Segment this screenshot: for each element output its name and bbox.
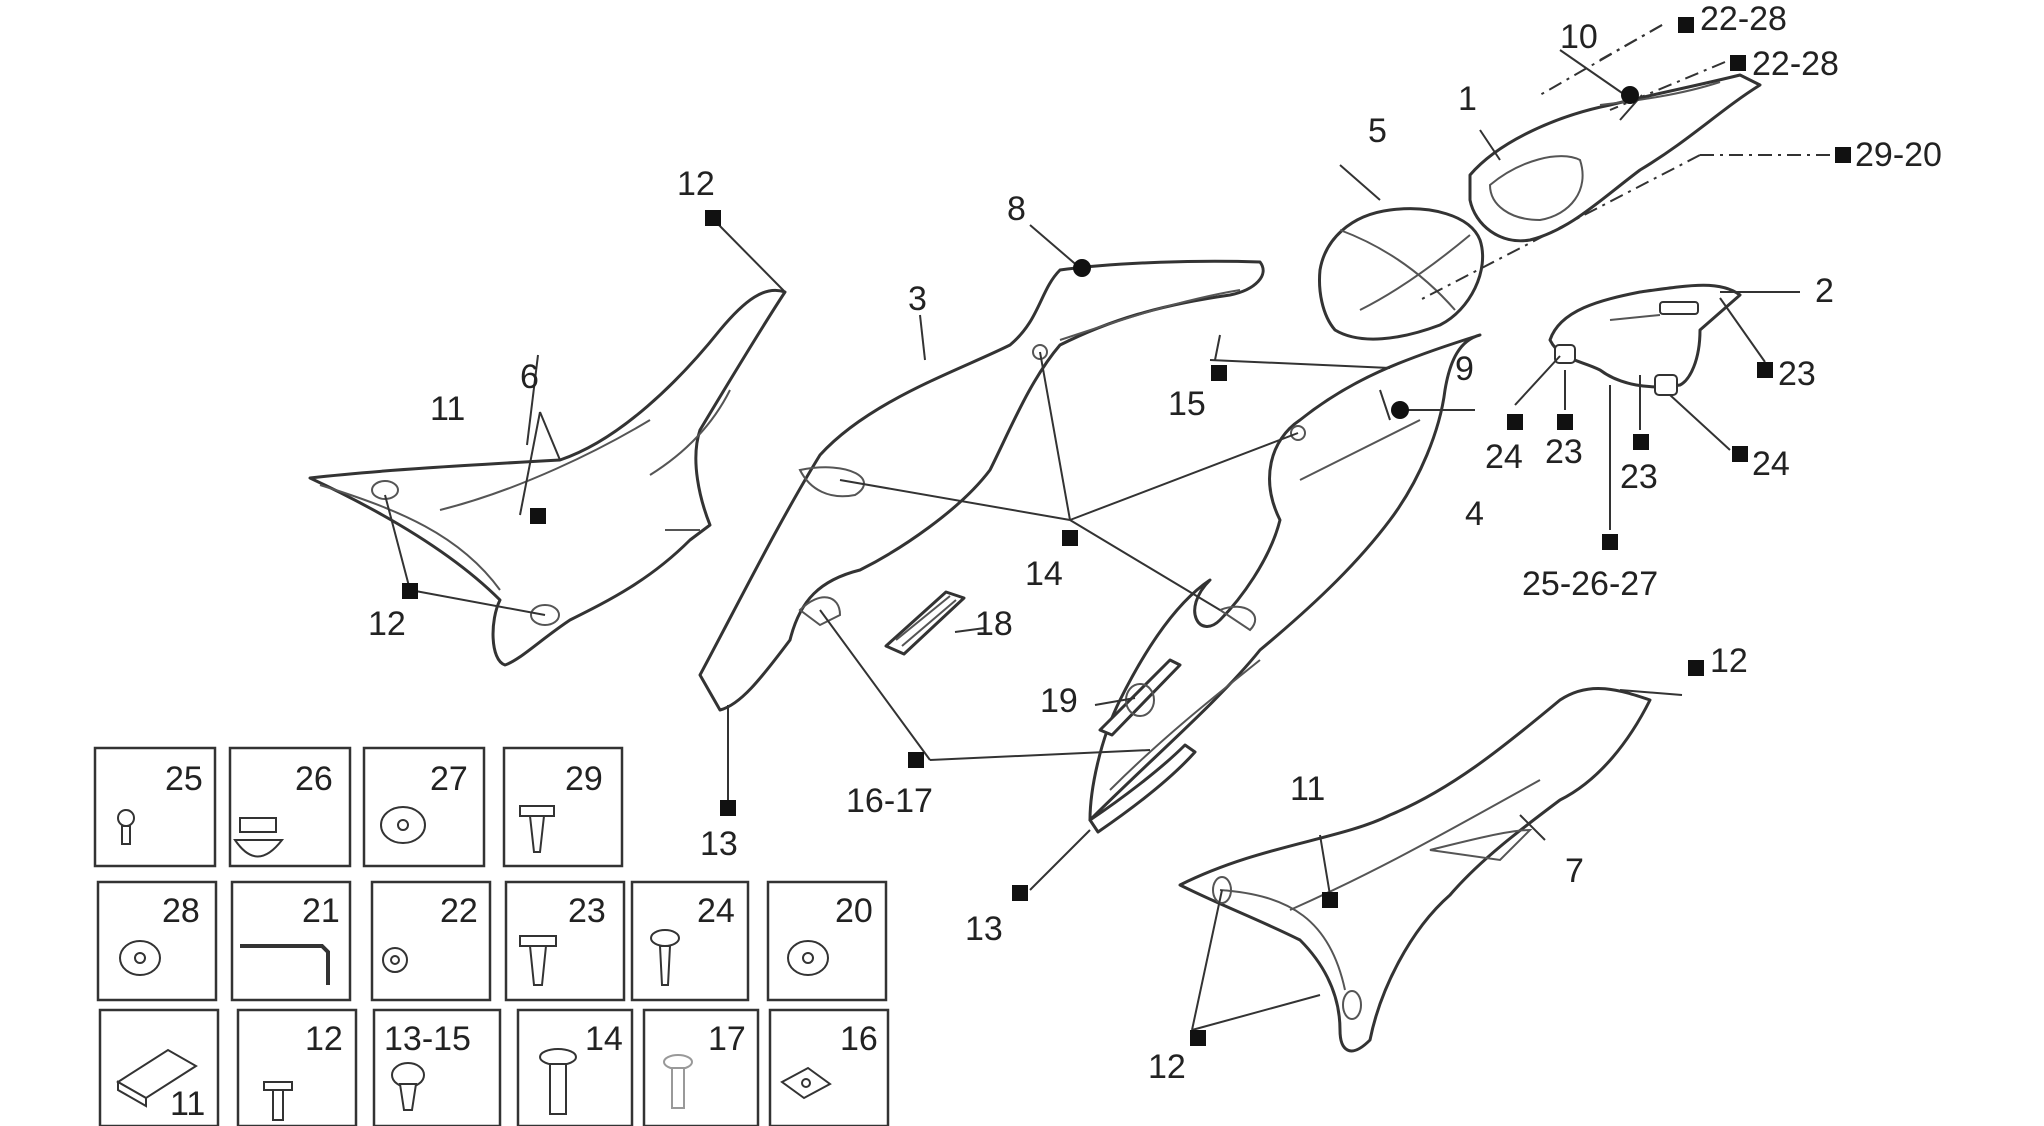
label-11b: 11 [1290,770,1325,808]
hardware-grid: 25 26 27 29 28 21 [93,746,890,1126]
label-14: 14 [1025,555,1063,593]
svg-text:28: 28 [162,892,200,930]
svg-text:25: 25 [165,760,203,798]
label-5: 5 [1368,112,1387,150]
label-29-20: 29-20 [1855,136,1942,174]
svg-text:27: 27 [430,760,468,798]
callout-labels: 1 2 3 4 5 6 7 8 9 10 11 11 12 12 12 12 1… [368,0,1942,1086]
label-3: 3 [908,280,927,318]
label-12a: 12 [677,165,715,203]
part-3-side-panel[interactable] [698,259,1265,712]
part-5-seat[interactable] [1318,207,1485,341]
label-10: 10 [1560,18,1598,56]
markers [402,17,1851,1046]
svg-text:20: 20 [835,892,873,930]
svg-text:26: 26 [295,760,333,798]
svg-text:22: 22 [440,892,478,930]
leader-lines [384,24,1830,1031]
label-16-17: 16-17 [846,782,933,820]
label-25-26-27: 25-26-27 [1522,565,1658,603]
label-15: 15 [1168,385,1206,423]
svg-text:24: 24 [697,892,735,930]
svg-text:13-15: 13-15 [384,1020,471,1058]
svg-text:16: 16 [840,1020,878,1058]
label-4: 4 [1465,495,1484,533]
hw-cell-27[interactable]: 27 [362,746,486,868]
hw-cell-12[interactable]: 12 [236,1008,358,1126]
hw-cell-20[interactable]: 20 [766,880,888,1002]
label-1: 1 [1458,80,1477,118]
hw-cell-13-15[interactable]: 13-15 [372,1008,502,1126]
hw-cell-17[interactable]: 17 [642,1008,760,1126]
hw-cell-25[interactable]: 25 [93,746,217,868]
label-23c: 23 [1620,458,1658,496]
label-12b: 12 [368,605,406,643]
svg-text:17: 17 [708,1020,746,1058]
label-18: 18 [975,605,1013,643]
svg-text:14: 14 [585,1020,623,1058]
part-6-left-fairing[interactable] [308,288,787,667]
hw-cell-14[interactable]: 14 [516,1008,634,1126]
svg-text:21: 21 [302,892,340,930]
label-19: 19 [1040,682,1078,720]
label-22-28a: 22-28 [1700,0,1787,38]
hw-cell-29[interactable]: 29 [502,746,624,868]
hw-cell-21[interactable]: 21 [230,880,352,1002]
label-11a: 11 [430,390,465,428]
svg-text:11: 11 [170,1085,205,1123]
part-1-tail-cover[interactable] [1468,73,1762,243]
svg-text:23: 23 [568,892,606,930]
svg-text:29: 29 [565,760,603,798]
label-12d: 12 [1148,1048,1186,1086]
label-24a: 24 [1485,438,1523,476]
hw-cell-16[interactable]: 16 [768,1008,890,1126]
label-22-28b: 22-28 [1752,45,1839,83]
part-4-side-panel[interactable] [1088,333,1482,822]
label-13a: 13 [700,825,738,863]
hw-cell-23[interactable]: 23 [504,880,626,1002]
hw-cell-22[interactable]: 22 [370,880,492,1002]
label-23a: 23 [1778,355,1816,393]
svg-text:12: 12 [305,1020,343,1058]
part-2-bracket[interactable] [1548,283,1742,396]
label-9: 9 [1455,350,1474,388]
hw-cell-28[interactable]: 28 [96,880,218,1002]
label-24b: 24 [1752,445,1790,483]
label-8: 8 [1007,190,1026,228]
lower-rail [1088,743,1197,834]
hw-cell-26[interactable]: 26 [228,746,352,868]
part-18-reflector[interactable] [884,590,966,656]
hw-cell-24[interactable]: 24 [630,880,750,1002]
label-7: 7 [1565,852,1584,890]
label-13b: 13 [965,910,1003,948]
label-2: 2 [1815,272,1834,310]
label-12c: 12 [1710,642,1748,680]
label-6: 6 [520,358,539,396]
hw-cell-11[interactable]: 11 [98,1008,220,1126]
label-23b: 23 [1545,433,1583,471]
